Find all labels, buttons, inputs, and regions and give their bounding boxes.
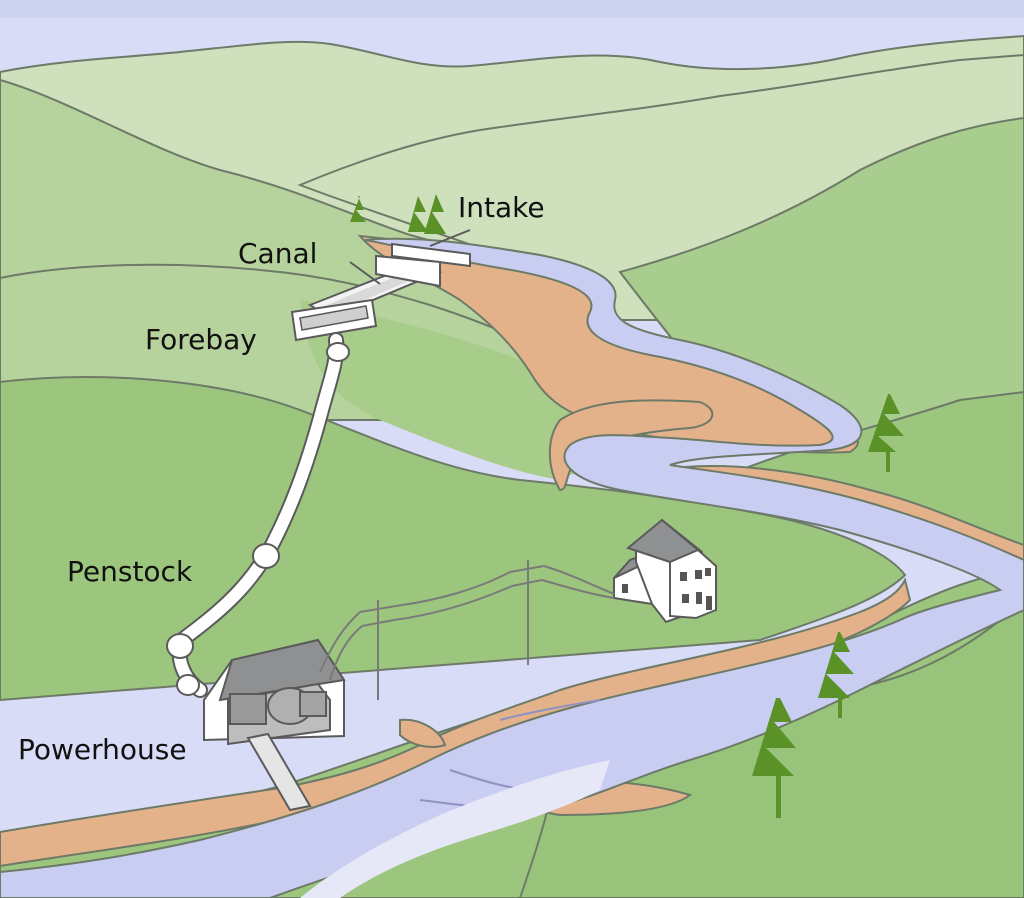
- near-hill-left: [0, 376, 907, 702]
- river-light-reach: [300, 760, 610, 898]
- river-bank-left-bend: [548, 399, 714, 492]
- penstock-pipe: [166, 332, 350, 698]
- intake-label: Intake: [458, 191, 545, 224]
- canal-label: Canal: [238, 237, 318, 270]
- river-water: [0, 237, 1024, 898]
- farm-house: [613, 518, 717, 624]
- tree-right-upper: [868, 394, 904, 472]
- powerhouse-building: [203, 638, 346, 812]
- sky-band: [0, 0, 1024, 18]
- powerhouse-label: Powerhouse: [18, 733, 187, 766]
- tree-right-middle: [818, 632, 854, 718]
- intake-structure: [391, 229, 471, 268]
- penstock-label: Penstock: [67, 555, 193, 588]
- tree-cluster-intake: [350, 194, 446, 234]
- tree-right-lower: [752, 698, 796, 818]
- power-lines: [319, 560, 615, 700]
- forebay-basin: [290, 298, 378, 342]
- forebay-label: Forebay: [145, 323, 257, 356]
- river-bank-inlet: [399, 718, 447, 748]
